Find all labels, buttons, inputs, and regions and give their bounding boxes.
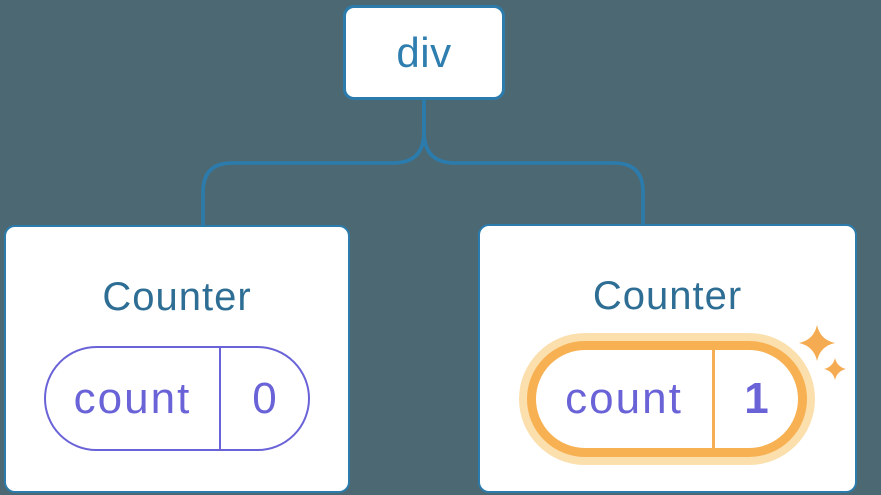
counter-card-left-title: Counter	[102, 275, 252, 319]
root-node-label: div	[396, 28, 452, 76]
state-pill-count-1-highlighted: count 1	[527, 341, 807, 457]
state-value-label: 0	[252, 373, 277, 423]
connector-left-branch	[201, 98, 426, 228]
counter-card-right: Counter count 1	[478, 224, 857, 493]
state-name-label: count	[46, 348, 221, 449]
state-pill-count-0: count 0	[44, 346, 310, 451]
state-name-label: count	[536, 350, 715, 448]
counter-card-right-title: Counter	[592, 274, 743, 318]
tree-connector-lines	[201, 98, 645, 228]
connector-right-branch	[422, 98, 645, 227]
counter-card-left: Counter count 0	[4, 225, 350, 493]
root-node-div: div	[343, 5, 505, 100]
state-value-label: 1	[744, 374, 769, 423]
